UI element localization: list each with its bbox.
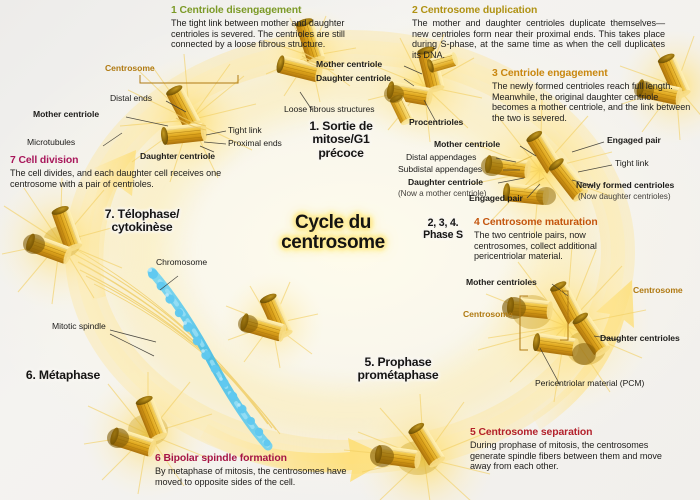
step-block-5: 5 Centrosome separation During prophase …	[470, 427, 682, 472]
bracket-centrosome-right	[560, 290, 569, 341]
step-6-heading: 6 Bipolar spindle formation	[155, 453, 287, 464]
phase-label-5: 5. Prophase prométaphase	[357, 355, 439, 383]
label-engaged-pair-bottom: Engaged pair	[469, 193, 523, 203]
bracket-centrosome-left	[519, 295, 528, 351]
step-7-heading: 7 Cell division	[10, 155, 79, 166]
label-microtubules: Microtubules	[27, 137, 76, 147]
step-4-heading: 4 Centrosome maturation	[474, 217, 598, 228]
label-mother-centriole-2: Mother centriole	[316, 59, 383, 69]
step-5-heading: 5 Centrosome separation	[470, 427, 593, 438]
label-mitotic-spindle: Mitotic spindle	[52, 321, 106, 331]
centriole-pair-center	[238, 291, 295, 344]
label-centrosome-bracket-1: Centrosome	[105, 63, 155, 73]
phase-label-s: 2, 3, 4. Phase S	[423, 217, 463, 241]
step-6-body: By metaphase of mitosis, the centrosomes…	[155, 466, 347, 487]
step-7-body: The cell divides, and each daughter cell…	[10, 168, 222, 189]
label-loose-fibrous-structures: Loose fibrous structures	[284, 104, 375, 114]
step-block-7: 7 Cell division The cell divides, and ea…	[10, 155, 232, 189]
label-newly-formed-centrioles: Newly formed centrioles	[576, 180, 675, 190]
label-pericentriolar-material: Pericentriolar material (PCM)	[535, 378, 645, 388]
centriole-pair-step6	[107, 393, 169, 459]
step-2-heading: 2 Centrosome duplication	[412, 5, 538, 16]
bracket-centrosome-1	[139, 75, 239, 84]
label-daughter-centriole-3: Daughter centriole	[408, 177, 484, 187]
step-block-4: 4 Centrosome maturation The two centriol…	[474, 217, 624, 262]
label-distal-appendages: Distal appendages	[406, 152, 477, 162]
step-4-body: The two centriole pairs, now centrosomes…	[474, 230, 597, 262]
label-daughter-centriole-3-sub: (Now a mother centriole)	[398, 189, 487, 198]
step-3-body: The newly formed centrioles reach full l…	[492, 81, 691, 124]
step-block-2: 2 Centrosome duplication The mother and …	[412, 5, 665, 61]
label-chromosome: Chromosome	[156, 257, 208, 267]
centriole-pair-step5	[370, 420, 447, 475]
label-tight-link-1: Tight link	[228, 125, 262, 135]
label-mother-centrioles-4: Mother centrioles	[466, 277, 537, 287]
centriole-pair-step7	[23, 203, 84, 266]
label-centrosome-right-4: Centrosome	[633, 285, 683, 295]
centriole-pair-step2	[384, 44, 460, 128]
label-newly-formed-centrioles-sub: (Now daughter centrioles)	[578, 192, 671, 201]
step-2-body: The mother and daughter centrioles dupli…	[412, 18, 665, 61]
step-block-3: 3 Centriole engagement The newly formed …	[492, 68, 692, 124]
centriole-pair-step3	[481, 128, 591, 206]
phase-label-6: 6. Métaphase	[25, 368, 101, 382]
label-centrosome-left-4: Centrosome	[463, 309, 513, 319]
phase-label-1: 1. Sortie de mitose/G1 précoce	[309, 119, 373, 160]
step-1-heading: 1 Centriole disengagement	[171, 5, 302, 16]
step-5-body: During prophase of mitosis, the centroso…	[470, 440, 662, 472]
label-proximal-ends: Proximal ends	[228, 138, 282, 148]
step-3-heading: 3 Centriole engagement	[492, 68, 608, 79]
centriole-pair-step1b	[274, 15, 335, 84]
centriole-pair-step1	[159, 82, 209, 146]
label-daughter-centriole-1: Daughter centriole	[140, 151, 216, 161]
label-daughter-centrioles-4: Daughter centrioles	[600, 333, 680, 343]
label-mother-centriole-1: Mother centriole	[33, 109, 100, 119]
label-subdistal-appendages: Subdistal appendages	[398, 164, 483, 174]
phase-label-7: 7. Télophase/ cytokinèse	[104, 207, 180, 235]
centriole-pair-step2b	[634, 51, 693, 107]
chromosome-strand	[147, 267, 273, 451]
step-block-6: 6 Bipolar spindle formation By metaphase…	[155, 453, 357, 487]
page-title: Cycle du centrosome	[281, 212, 385, 253]
step-block-1: 1 Centriole disengagement The tight link…	[171, 5, 371, 50]
label-distal-ends: Distal ends	[110, 93, 152, 103]
step-1-body: The tight link between mother and daught…	[171, 18, 345, 50]
label-tight-link-3: Tight link	[615, 158, 649, 168]
label-procentrioles: Procentrioles	[409, 117, 464, 127]
label-engaged-pair-top: Engaged pair	[607, 135, 661, 145]
label-mother-centriole-3: Mother centriole	[434, 139, 501, 149]
label-daughter-centriole-2: Daughter centriole	[316, 73, 392, 83]
